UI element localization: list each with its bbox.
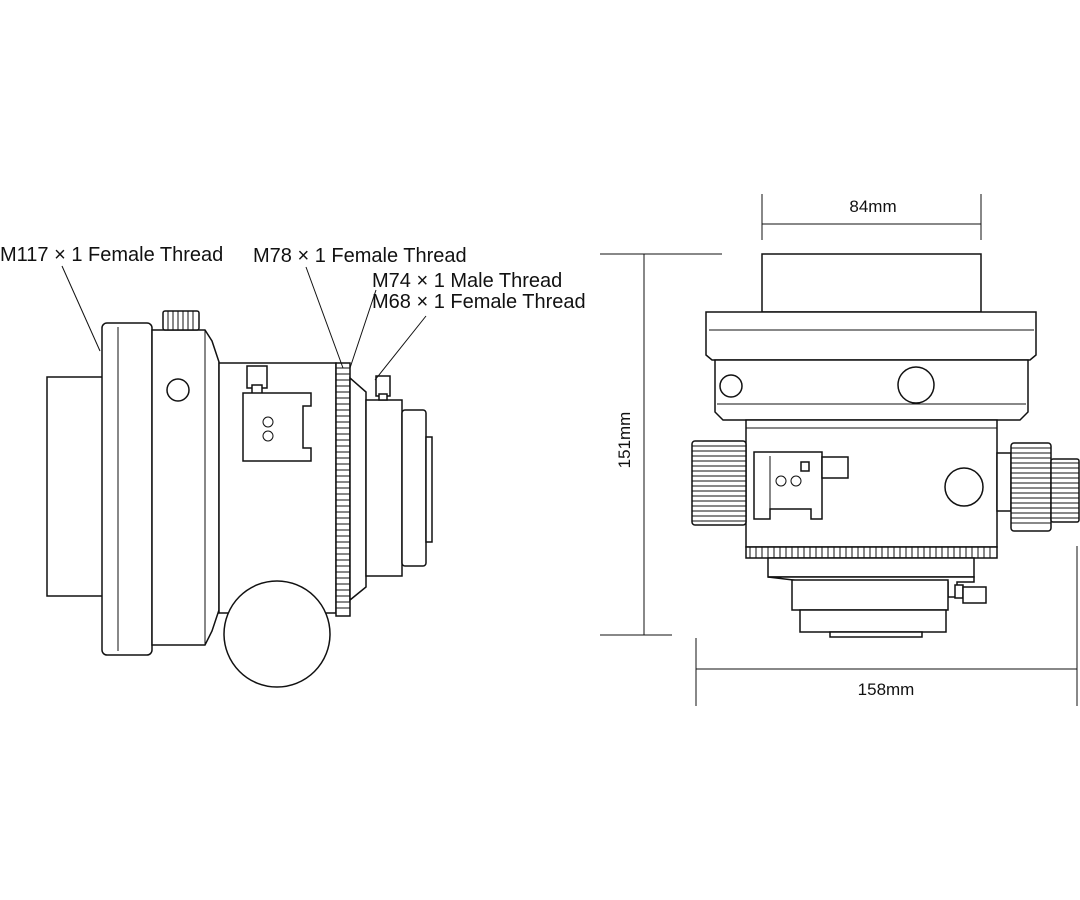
label-m68-thread: M68 × 1 Female Thread [372, 291, 586, 313]
left-focus-knob [691, 440, 747, 526]
front-adapter [365, 399, 403, 577]
dimension-151mm [600, 253, 722, 636]
mounting-shoe [242, 392, 312, 462]
dimension-158mm [695, 546, 1078, 706]
screw-hole [897, 366, 935, 404]
screw-hole [944, 467, 984, 507]
focus-knob [223, 580, 331, 688]
lock-knob [162, 310, 200, 331]
label-m78-thread: M78 × 1 Female Thread [253, 245, 467, 267]
label-m117-thread: M117 × 1 Female Thread [0, 244, 223, 266]
top-ring [705, 311, 1037, 361]
front-view [600, 194, 1080, 706]
front-adapter [791, 579, 949, 611]
m68-barrel [401, 409, 427, 567]
right-focus-knob [996, 442, 1080, 532]
rear-tube [46, 376, 105, 597]
screw-hole [166, 378, 190, 402]
m117-ring [101, 322, 153, 656]
gear-ring [745, 546, 998, 559]
dimension-84mm [761, 194, 982, 240]
mounting-shoe [753, 451, 823, 520]
screw-hole [719, 374, 743, 398]
top-tube [761, 253, 982, 313]
main-body [151, 329, 220, 646]
side-view [46, 265, 433, 688]
dimension-label-height: 151mm [615, 412, 634, 469]
label-m74-thread: M74 × 1 Male Thread [372, 270, 562, 292]
dimension-label-width: 158mm [858, 680, 915, 699]
m68-barrel [799, 609, 947, 633]
dimension-label-top-width: 84mm [849, 197, 896, 216]
